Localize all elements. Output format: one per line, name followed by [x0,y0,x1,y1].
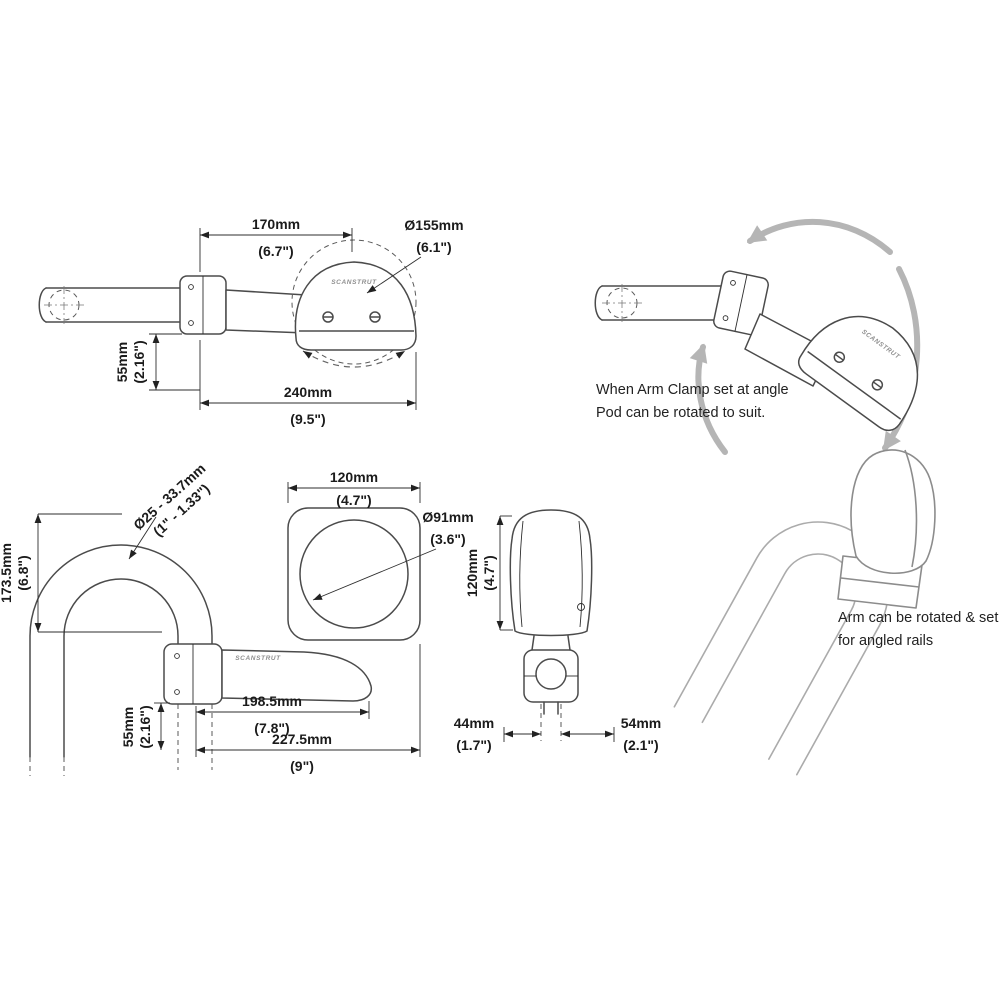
pod-rotation-arc [302,350,406,368]
dim-drop-height: 55mm (2.16") [114,333,200,391]
dim-tube-diameter: Ø25 - 33.7mm (1" - 1.33") [128,460,213,560]
dim-value-in: (3.6") [430,531,465,547]
dim-value-mm: Ø155mm [404,217,463,233]
dim-value-in: (4.7") [481,555,497,590]
rotation-note-line2: Pod can be rotated to suit. [596,405,765,421]
rotation-arrow-left [689,343,728,455]
dim-cutout-diameter: Ø91mm (3.6") [312,509,474,601]
dim-value-in: (2.16") [131,340,147,383]
pod-3q-view [850,449,936,574]
view-angled-rails: Arm can be rotated & set for angled rail… [673,449,998,776]
dim-value-mm: 227.5mm [272,731,332,747]
clamp-bolt-top [174,653,180,659]
dim-value-in: (6.1") [416,239,451,255]
brand-label: SCANSTRUT [331,279,377,286]
pod-3q-crease [904,449,918,568]
angled-note-line2: for angled rails [838,633,933,649]
dim-value-mm: 240mm [284,384,332,400]
dim-bend-height: 173.5mm (6.8") [0,513,162,633]
rotation-note-line1: When Arm Clamp set at angle [596,382,789,398]
arm [225,289,307,334]
dim-reach: 198.5mm (7.8") [195,693,370,757]
dim-value-mm: 170mm [252,216,300,232]
dim-value-in: (9.5") [290,411,325,427]
dim-rear-offset: 54mm (2.1") [561,715,661,753]
dim-overall-reach: 227.5mm (9") [196,644,421,774]
dim-value-in: (9") [290,758,314,774]
dim-value-mm: 55mm [114,342,130,382]
view-rotation: SCANSTRUT When Arm Clamp set at angle Po… [594,218,944,455]
dim-arm-length: 170mm (6.7") [199,216,353,272]
clamp-split-line [734,274,748,332]
pod-crease-right [578,520,583,628]
dim-value-mm: 54mm [621,715,661,731]
pod-swing-phantom-circle [291,239,417,365]
dim-value-mm: 173.5mm [0,543,14,603]
rail-hole [535,658,567,690]
dim-pod-height: 120mm (4.7") [464,515,513,631]
dim-value-in: (4.7") [336,492,371,508]
pod-crease-left [519,520,524,628]
dim-overall-length: 240mm (9.5") [199,340,417,427]
pod-detail-screw [577,603,585,611]
dim-value-in: (1.7") [456,737,491,753]
pod-rotated [792,292,944,437]
dim-value-mm: 44mm [454,715,494,731]
dim-front-offset: 44mm (1.7") [454,715,541,753]
neck-left [531,635,535,651]
view-top: 120mm (4.7") Ø91mm (3.6") [287,469,474,641]
dim-value-in: (7.8") [254,720,289,736]
pod-front-outline [509,509,593,637]
clamp-bolt-bottom [188,320,194,326]
rotation-arrow-top [746,218,893,255]
pod-side [294,261,417,351]
brand-label: SCANSTRUT [235,655,281,662]
dim-value-mm: 55mm [120,707,136,747]
dim-value-in: (2.1") [623,737,658,753]
clamp-bolt-bottom [174,689,180,695]
rail-bend-inner [63,578,179,758]
dim-value-mm: 120mm [330,469,378,485]
dim-value-mm: 198.5mm [242,693,302,709]
dim-drop-height: 55mm (2.16") [120,702,170,750]
dim-pod-width: 120mm (4.7") [287,469,421,508]
clamp-bolt-bottom [722,315,729,321]
dim-pod-diameter: Ø155mm (6.1") [366,217,464,294]
dim-value-mm: 120mm [464,549,480,597]
dim-value-in: (2.16") [137,705,153,748]
view-side: SCANSTRUT 170mm (6.7") Ø155mm (6.1") 55m… [38,216,464,427]
leader-line [312,548,437,601]
pod-top-outline [287,507,421,641]
leader-line [128,516,157,560]
arm-clamp-angled [713,270,769,336]
clamp-bolt-top [730,280,736,286]
rail-end-cap [594,285,603,321]
leader-line [366,256,422,294]
clamp-bolt-top [188,284,194,290]
rail-end-cap [38,287,47,323]
dim-value-in: (6.8") [15,555,31,590]
arm [221,649,373,702]
view-front: 120mm (4.7") 44mm (1.7") 54mm (2.1") [454,509,661,753]
angled-note-line1: Arm can be rotated & set [838,610,998,626]
pod-cutout-circle [299,519,409,629]
dim-value-in: (6.7") [258,243,293,259]
pod-clamp-split [840,577,920,588]
neck-right [567,635,571,651]
dim-value-mm: Ø91mm [422,509,473,525]
